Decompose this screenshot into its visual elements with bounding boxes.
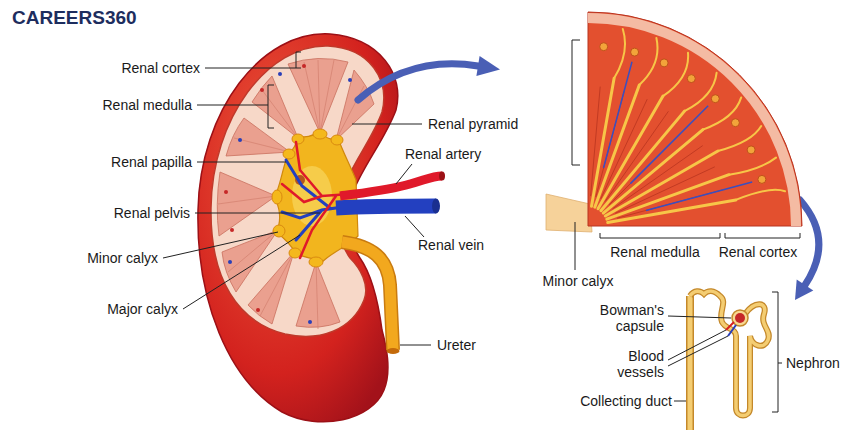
part-label: Renal cortex <box>719 244 798 260</box>
ureter-outline <box>342 242 393 350</box>
vessel-dot <box>260 88 264 92</box>
calyx-cup <box>272 190 282 204</box>
vessel-dot <box>256 308 260 312</box>
bowmans-capsule <box>732 310 748 326</box>
ureter-opening <box>387 348 400 354</box>
part-label: Renal artery <box>405 146 481 162</box>
part-label: Ureter <box>437 337 476 353</box>
vessel-dot <box>308 320 312 324</box>
part-label: Renal medulla <box>610 244 700 260</box>
vein-branches <box>282 160 350 240</box>
vessel-dot <box>238 138 242 142</box>
part-label: Bowman's capsule <box>592 302 664 334</box>
calyx-cup <box>331 135 343 145</box>
artery-opening <box>439 172 445 181</box>
part-label: Renal pyramid <box>428 116 518 132</box>
leader-lines <box>163 40 800 412</box>
glomerulus <box>711 95 719 103</box>
zoom-arrow <box>800 200 819 285</box>
part-label: Nephron <box>786 355 840 371</box>
vessel-dot <box>224 190 228 194</box>
kidney-wedge <box>588 12 802 226</box>
part-label: Minor calyx <box>543 273 614 289</box>
glomerulus <box>600 43 608 51</box>
part-label: Renal cortex <box>121 60 200 76</box>
nephron-tubule-outline <box>690 291 769 415</box>
part-label: Renal pelvis <box>114 205 190 221</box>
part-label: Minor calyx <box>87 250 158 266</box>
vessel-dot <box>302 64 306 68</box>
calyx-cup <box>313 129 327 139</box>
collecting-duct <box>688 296 693 430</box>
watermark-logo: CAREERS360 <box>12 7 137 29</box>
part-label: Major calyx <box>107 301 178 317</box>
nephron-tubule <box>690 291 769 415</box>
calyx-cup <box>283 149 295 159</box>
calyx-cup <box>309 257 323 267</box>
zoom-arrowhead <box>476 56 500 76</box>
calyx-funnel <box>546 194 592 232</box>
vessel-dot <box>230 228 234 232</box>
glomeruli <box>600 43 766 184</box>
vessel-dot <box>348 78 352 82</box>
cortical-vessels <box>604 62 753 211</box>
ureter <box>342 242 393 350</box>
glomerulus <box>731 119 739 127</box>
zoom-arrow <box>358 64 478 100</box>
part-label: Renal medulla <box>103 97 193 113</box>
capsule-band <box>588 18 796 226</box>
glomerulus <box>747 146 755 154</box>
glomerulus <box>631 48 639 56</box>
calyx-cup <box>273 225 285 237</box>
glomerulus <box>660 59 668 67</box>
artery-branches <box>282 142 350 258</box>
vessel-dot <box>228 260 232 264</box>
vein-opening <box>432 199 440 214</box>
glomerulus <box>735 313 745 323</box>
calyx-cup <box>289 248 301 258</box>
zoom-arrowhead <box>795 280 813 301</box>
part-label: Renal vein <box>418 237 484 253</box>
glomerulus <box>687 75 695 83</box>
part-label: Blood vessels <box>592 348 664 380</box>
calyx-cup <box>292 134 304 144</box>
part-label: Renal papilla <box>111 154 192 170</box>
glomerulus <box>758 175 766 183</box>
collecting-duct-outline <box>686 296 694 430</box>
renal-vein <box>336 206 436 208</box>
efferent-vessel <box>728 325 736 336</box>
vessel-dot <box>278 72 282 76</box>
part-label: Collecting duct <box>580 393 672 409</box>
renal-artery <box>340 176 442 196</box>
